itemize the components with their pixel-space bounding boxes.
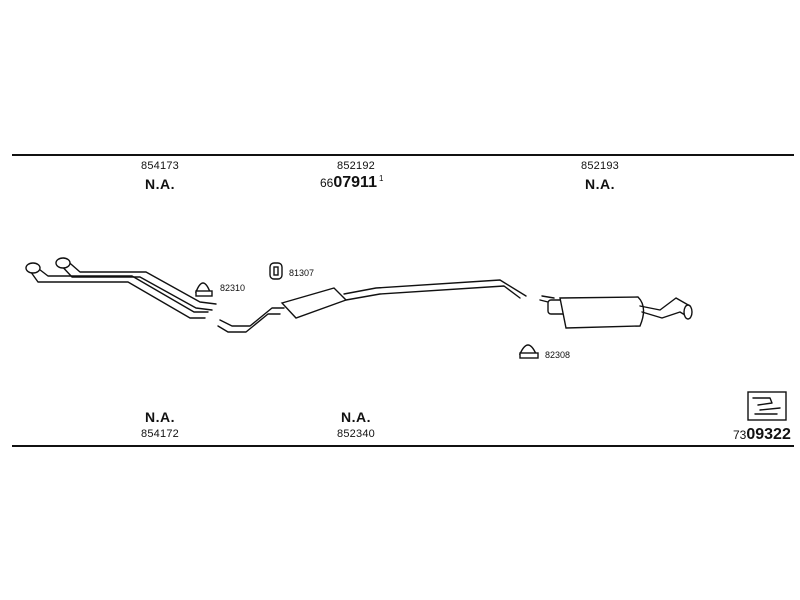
kit-code-main: 09322 [746, 426, 791, 443]
kit-box-icon [747, 391, 787, 421]
flange-icon-left [25, 262, 41, 274]
top-status-1: N.A. [145, 176, 175, 192]
clamp-rear-icon [518, 344, 539, 359]
bottom-status-2: N.A. [341, 409, 371, 425]
top-kit-prefix: 66 [320, 176, 334, 190]
centre-muffler-assembly [217, 279, 527, 333]
top-status-3: N.A. [585, 176, 615, 192]
rear-muffler-icon [559, 296, 645, 329]
centre-muffler-icon [280, 287, 348, 319]
bottom-divider-line [12, 445, 794, 447]
tailpipe-tip-icon [683, 304, 693, 320]
kit-code-prefix: 73 [733, 428, 747, 442]
bottom-part-number-1: 854172 [141, 428, 179, 440]
clamp-front-label: 82310 [220, 283, 246, 293]
top-kit-main: 07911 [333, 174, 377, 191]
rear-muffler-assembly [539, 295, 693, 329]
clamp-rear-label: 82308 [545, 350, 571, 360]
top-divider-line [12, 154, 794, 156]
hanger-label: 81307 [289, 268, 315, 278]
top-part-number-3: 852193 [581, 160, 619, 172]
top-part-number-1: 854173 [141, 160, 179, 172]
flange-icon-right [55, 257, 71, 269]
clamp-front-icon [194, 282, 213, 297]
top-part-number-2: 852192 [337, 160, 375, 172]
top-kit-superscript: 1 [378, 174, 384, 183]
bottom-part-number-2: 852340 [337, 428, 375, 440]
bottom-status-1: N.A. [145, 409, 175, 425]
exhaust-kit-code: 7309322 [733, 426, 791, 444]
front-downpipe [25, 257, 217, 319]
hanger-icon [269, 262, 283, 280]
